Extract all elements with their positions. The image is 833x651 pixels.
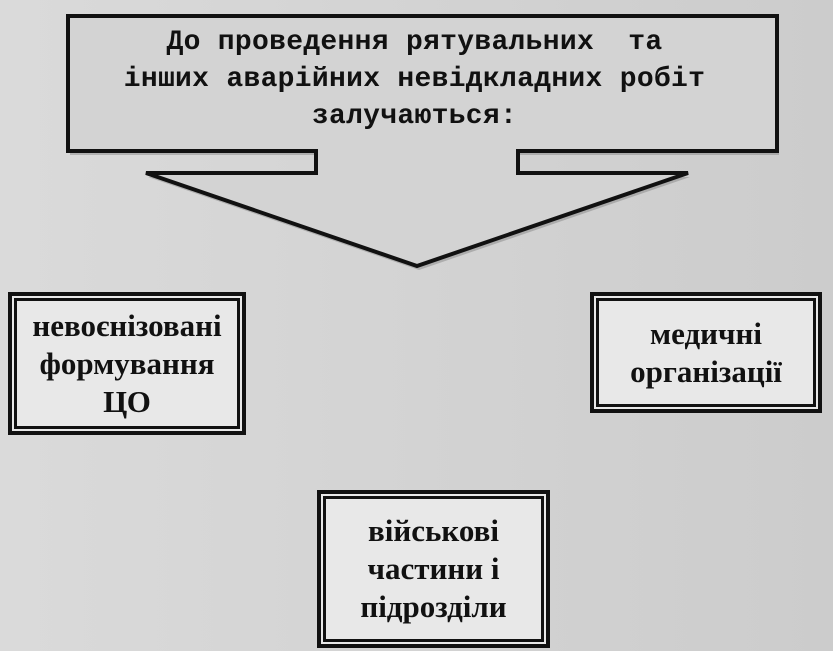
box-medical-organizations: медичні організації <box>590 292 822 413</box>
diagram-header: До проведення рятувальних та інших аварі… <box>82 24 747 135</box>
box-bottom-line-2: частини і <box>367 551 500 586</box>
box-bottom-line-3: підрозділи <box>360 589 507 624</box>
arrow-body <box>66 14 779 269</box>
box-military-units-text: військові частини і підрозділи <box>360 512 506 626</box>
box-nonmilitary-formations-text: невоєнізовані формування ЦО <box>32 307 221 421</box>
box-military-units: військові частини і підрозділи <box>317 490 550 648</box>
box-right-line-1: медичні <box>650 315 762 351</box>
box-nonmilitary-formations: невоєнізовані формування ЦО <box>8 292 246 435</box>
box-right-line-2: організації <box>630 353 782 389</box>
header-line-3: залучаються: <box>311 101 518 132</box>
box-medical-organizations-text: медичні організації <box>630 315 782 391</box>
box-left-line-2: формування <box>39 345 215 381</box>
box-bottom-line-1: військові <box>368 513 499 548</box>
header-line-1: До проведення рятувальних та <box>166 27 663 58</box>
box-left-line-1: невоєнізовані <box>32 307 222 343</box>
header-line-2: інших аварійних невідкладних робіт <box>123 64 706 95</box>
box-left-line-3: ЦО <box>103 383 151 419</box>
